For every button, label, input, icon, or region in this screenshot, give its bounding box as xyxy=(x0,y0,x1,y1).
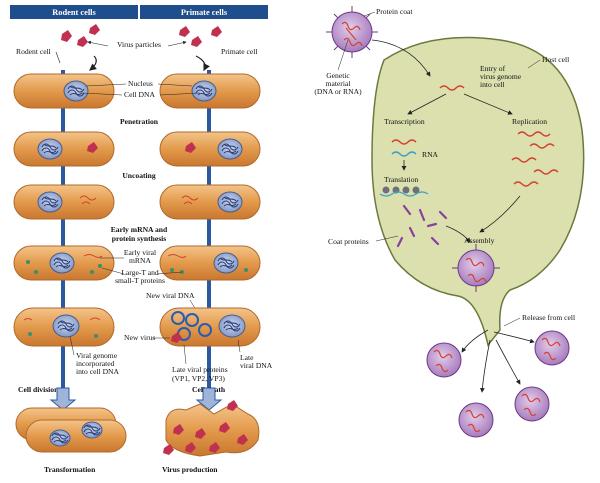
label-translation: Translation xyxy=(384,175,419,184)
released-virus-3 xyxy=(458,402,494,438)
label-uncoating: Uncoating xyxy=(122,171,156,180)
primate-cell-row2 xyxy=(159,131,261,167)
label-early-viral-1: Early viral xyxy=(124,248,156,257)
label-host-cell: Host cell xyxy=(542,55,569,64)
transformed-cells xyxy=(15,407,127,453)
arrow-primate-down xyxy=(195,387,223,411)
label-rna: RNA xyxy=(422,150,439,159)
primate-cell-row5 xyxy=(159,307,261,347)
label-genetic-2: material xyxy=(326,79,351,88)
label-virus-production: Virus production xyxy=(162,465,218,474)
label-late-proteins-2: (VP1, VP2, VP3) xyxy=(172,374,225,383)
top-virus xyxy=(326,6,378,58)
rodent-cell-row3 xyxy=(13,184,115,220)
label-new-viral-dna: New viral DNA xyxy=(146,291,195,300)
label-penetration: Penetration xyxy=(120,117,159,126)
label-release: Release from cell xyxy=(522,313,575,322)
label-viral-genome-3: into cell DNA xyxy=(76,367,120,376)
label-genetic-1: Genetic xyxy=(326,71,350,80)
primate-cell-row1 xyxy=(159,73,261,109)
label-protein-coat: Protein coat xyxy=(376,7,413,16)
rodent-cell-row2 xyxy=(13,131,115,167)
entry-genome xyxy=(439,85,465,91)
label-genetic-3: (DNA or RNA) xyxy=(314,87,362,96)
label-viral-genome-2: incorporated xyxy=(76,359,115,368)
released-virus-1 xyxy=(426,342,462,378)
label-late-dna-1: Late xyxy=(240,353,254,362)
label-coat-proteins: Coat proteins xyxy=(328,237,369,246)
label-early-mrna-1: Early mRNA and xyxy=(111,225,168,234)
arrow-rodent-down xyxy=(49,387,77,411)
header-rodent-bar xyxy=(10,5,138,19)
primate-shaft xyxy=(207,70,211,390)
label-rodent-cell: Rodent cell xyxy=(16,47,51,56)
label-cell-division: Cell division xyxy=(18,385,59,394)
label-large-t-2: small-T proteins xyxy=(115,276,165,285)
label-early-viral-2: mRNA xyxy=(129,256,151,265)
assembled-virus xyxy=(452,244,500,292)
host-cell-body xyxy=(371,36,585,347)
label-primate-cell: Primate cell xyxy=(221,47,257,56)
released-virus-2 xyxy=(534,330,570,366)
label-replication: Replication xyxy=(512,117,547,126)
label-late-proteins-1: Late viral proteins xyxy=(172,365,228,374)
rodent-cell-row4 xyxy=(13,245,115,281)
label-transformation: Transformation xyxy=(44,465,96,474)
right-panel: Protein coat Genetic material (DNA or RN… xyxy=(314,6,585,438)
header-primate: Primate cells xyxy=(181,8,228,17)
primate-cell-row3 xyxy=(159,184,261,220)
label-virus-particles: Virus particles xyxy=(117,40,161,49)
label-nucleus: Nucleus xyxy=(128,79,153,88)
label-transcription: Transcription xyxy=(384,117,425,126)
label-entry-2: virus genome xyxy=(480,72,522,81)
released-virus-4 xyxy=(514,386,550,422)
label-new-virus: New virus xyxy=(124,333,155,342)
left-panel: Rodent cells Primate cells Rodent cell V… xyxy=(10,5,273,474)
label-large-t-1: Large-T and xyxy=(121,268,159,277)
virus-particles-icon xyxy=(61,24,222,47)
label-viral-genome-1: Viral genome xyxy=(76,351,118,360)
rodent-cell-row1 xyxy=(13,73,115,109)
burst-cell xyxy=(163,400,260,457)
label-entry-3: into cell xyxy=(480,80,505,89)
label-late-dna-2: viral DNA xyxy=(240,361,273,370)
header-primate-bar xyxy=(140,5,268,19)
header-rodent: Rodent cells xyxy=(52,8,96,17)
label-entry-1: Entry of xyxy=(480,64,506,73)
label-assembly: Assembly xyxy=(464,236,495,245)
label-cell-dna: Cell DNA xyxy=(124,90,156,99)
replicated-genomes xyxy=(511,131,559,187)
coat-protein-fragments xyxy=(396,204,448,248)
rodent-shaft xyxy=(61,70,65,390)
label-early-mrna-2: protein synthesis xyxy=(112,234,167,243)
rodent-cell-row5 xyxy=(13,307,115,347)
primate-cell-row4 xyxy=(159,245,261,281)
